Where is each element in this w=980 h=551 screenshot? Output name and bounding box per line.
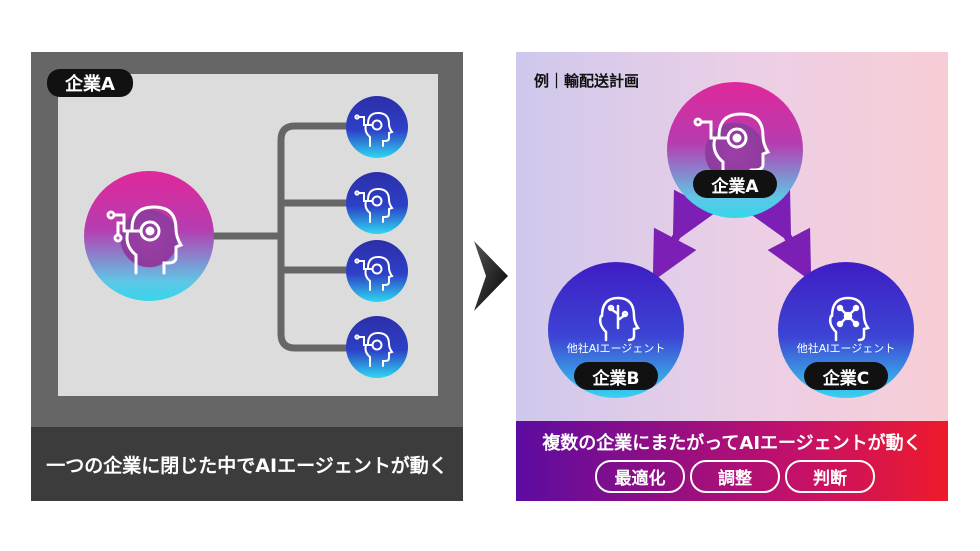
sub-ai-agent-4 bbox=[346, 316, 408, 378]
main-ai-agent bbox=[84, 171, 214, 301]
ai-head-icon bbox=[106, 205, 184, 275]
sub-ai-agent-2 bbox=[346, 172, 408, 234]
ai-head-icon bbox=[693, 112, 771, 174]
tag-adjust: 調整 bbox=[690, 460, 780, 493]
ai-head-icon bbox=[354, 255, 394, 291]
sub-ai-agent-3 bbox=[346, 240, 408, 302]
company-b-sub: 他社AIエージェント bbox=[566, 342, 666, 355]
company-b-agent: 他社AIエージェント 企業B bbox=[548, 262, 684, 398]
company-c-label: 企業C bbox=[804, 362, 888, 390]
left-caption: 一つの企業に閉じた中でAIエージェントが動く bbox=[31, 427, 463, 501]
sub-ai-agent-1 bbox=[346, 96, 408, 158]
ai-head-icon bbox=[354, 331, 394, 367]
company-b-label: 企業B bbox=[574, 362, 658, 390]
ai-head-icon bbox=[354, 187, 394, 223]
company-c-agent: 他社AIエージェント 企業C bbox=[778, 262, 914, 398]
network-head-icon bbox=[828, 296, 871, 342]
example-title: 例｜輸配送計画 bbox=[534, 72, 640, 90]
ai-head-icon bbox=[354, 111, 394, 147]
left-company-badge: 企業A bbox=[47, 69, 133, 97]
right-caption: 複数の企業にまたがってAIエージェントが動く bbox=[542, 433, 922, 454]
company-a-agent: 企業A bbox=[667, 82, 803, 218]
tag-judge: 判断 bbox=[785, 460, 875, 493]
company-a-label: 企業A bbox=[693, 170, 777, 198]
company-c-sub: 他社AIエージェント bbox=[796, 342, 896, 355]
ai-head-icon bbox=[598, 296, 641, 342]
chevron-right-icon bbox=[474, 241, 508, 311]
tag-optimize: 最適化 bbox=[595, 460, 685, 493]
